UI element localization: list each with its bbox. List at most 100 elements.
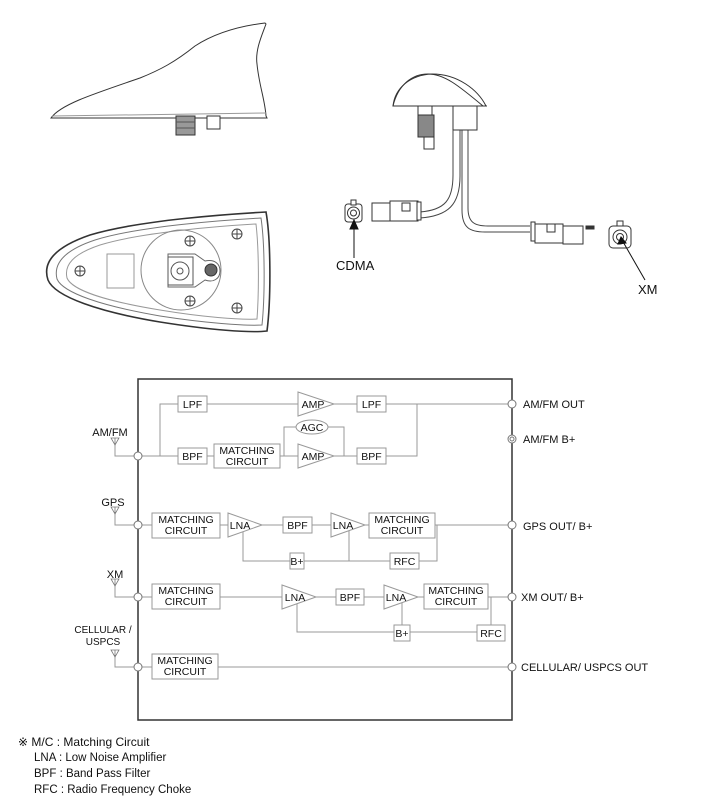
amfm-amp2-label: AMP (302, 451, 325, 463)
amfm-out-label: AM/FM OUT (523, 399, 585, 411)
cellular-out-label: CELLULAR/ USPCS OUT (521, 662, 648, 674)
amfm-amp1-label: AMP (302, 399, 325, 411)
gps-bpf-box (282, 516, 313, 534)
amfm-bpf2-label: BPF (361, 451, 381, 463)
legend-meaning: Matching Circuit (63, 735, 150, 749)
amfm-antenna-icon (110, 437, 120, 446)
xm-input-port (133, 592, 143, 602)
gps-out-port (507, 520, 517, 530)
antenna-bottom-view (45, 211, 271, 333)
xm-label: XM (638, 282, 658, 297)
xm-bplus-label: B+ (395, 628, 408, 640)
block-labels: LPF AMP LPF AGC BPF MATCHING CIRCUIT AMP… (157, 399, 502, 678)
legend-abbr: RFC (34, 784, 58, 796)
gps-bplus-box (289, 552, 305, 570)
gps-rfc-label: RFC (394, 556, 416, 568)
gps-rfc-box (389, 552, 420, 570)
legend-row: RFC : Radio Frequency Choke (34, 784, 192, 796)
cellular-out-port (507, 662, 517, 672)
xm-matching1-box (151, 583, 221, 610)
legend-row: ※ M/C : Matching Circuit (18, 735, 150, 749)
gps-out-label: GPS OUT/ B+ (523, 521, 592, 533)
amfm-lpf1-label: LPF (183, 399, 202, 411)
xm-input-label: XM (107, 569, 124, 581)
gps-matching1-label-1: MATCHING (158, 514, 213, 526)
ports (133, 399, 517, 672)
abbreviation-legend: ※ M/C : Matching Circuit LNA : Low Noise… (18, 734, 191, 798)
amfm-amp1-triangle (297, 391, 336, 417)
cdma-pointer-arrow (349, 218, 359, 258)
gps-lna1-triangle (227, 512, 264, 538)
cellular-input-label-1: CELLULAR / (74, 625, 131, 636)
legend-meaning: Low Noise Amplifier (65, 752, 167, 764)
gps-input-label: GPS (101, 497, 124, 509)
gps-lna2-triangle (330, 512, 367, 538)
cdma-label: CDMA (336, 258, 375, 273)
legend-row: LNA : Low Noise Amplifier (34, 752, 167, 764)
xm-lna2-triangle (383, 584, 420, 610)
antenna-symbols (110, 437, 120, 658)
cellular-matching-label-2: CIRCUIT (164, 666, 207, 678)
amfm-matching-box (213, 443, 281, 469)
cellular-input-port (133, 662, 143, 672)
amfm-bpf1-label: BPF (182, 451, 202, 463)
legend-meaning: Radio Frequency Choke (67, 784, 192, 796)
cellular-input-label-2: USPCS (86, 637, 121, 648)
gps-antenna-icon (110, 506, 120, 515)
gps-bplus-label: B+ (290, 556, 303, 568)
cellular-antenna-icon (110, 649, 120, 658)
amfm-matching-label-1: MATCHING (219, 445, 274, 457)
gps-lna2-label: LNA (333, 520, 353, 532)
amfm-agc-ellipse (295, 419, 329, 435)
gps-lna1-label: LNA (230, 520, 250, 532)
xm-rfc-box (476, 624, 506, 642)
xm-out-port (507, 592, 517, 602)
xm-matching2-label-1: MATCHING (428, 585, 483, 597)
gps-matching2-label-1: MATCHING (374, 514, 429, 526)
amfm-bplus-label: AM/FM B+ (523, 434, 575, 446)
amfm-lpf2-box (356, 395, 387, 413)
xm-rfc-label: RFC (480, 628, 502, 640)
antenna-cable-assembly (344, 73, 632, 249)
amplifiers (227, 391, 420, 610)
legend-abbr: M/C (31, 735, 54, 749)
xm-out-label: XM OUT/ B+ (521, 592, 584, 604)
gps-bpf-label: BPF (287, 520, 307, 532)
xm-antenna-icon (110, 578, 120, 587)
xm-pointer-arrow (617, 236, 646, 281)
amfm-bpf2-box (356, 447, 387, 465)
amfm-out-port (507, 399, 517, 409)
amfm-amp2-triangle (297, 443, 336, 469)
amfm-bpf1-box (177, 447, 208, 465)
cellular-matching-box (151, 653, 219, 680)
gps-matching1-box (151, 512, 221, 539)
block-frames (151, 395, 506, 680)
cellular-matching-label-1: MATCHING (157, 655, 212, 667)
gps-matching2-label-2: CIRCUIT (381, 525, 424, 537)
legend-meaning: Band Pass Filter (65, 768, 151, 780)
legend-row: BPF : Band Pass Filter (34, 768, 151, 780)
legend-abbr: BPF (34, 768, 57, 780)
legend-abbr: LNA (34, 752, 56, 764)
xm-bplus-box (393, 624, 411, 642)
xm-lna2-label: LNA (386, 592, 406, 604)
xm-lna1-triangle (281, 584, 318, 610)
amfm-lpf1-box (177, 395, 208, 413)
xm-matching2-label-2: CIRCUIT (435, 596, 478, 608)
amfm-agc-label: AGC (301, 422, 324, 434)
gps-matching1-label-2: CIRCUIT (165, 525, 208, 537)
reference-mark-icon: ※ (18, 735, 29, 749)
shark-fin-side-view (50, 22, 268, 136)
xm-matching1-label-2: CIRCUIT (165, 596, 208, 608)
amfm-input-label: AM/FM (92, 427, 127, 439)
amfm-input-port (133, 451, 143, 461)
gps-matching2-box (368, 512, 436, 539)
antenna-module-boundary (137, 378, 513, 721)
xm-matching2-box (423, 583, 489, 610)
xm-bpf-label: BPF (340, 592, 360, 604)
amfm-lpf2-label: LPF (362, 399, 381, 411)
signal-lines (114, 403, 508, 668)
xm-bpf-box (335, 588, 365, 606)
xm-lna1-label: LNA (285, 592, 305, 604)
